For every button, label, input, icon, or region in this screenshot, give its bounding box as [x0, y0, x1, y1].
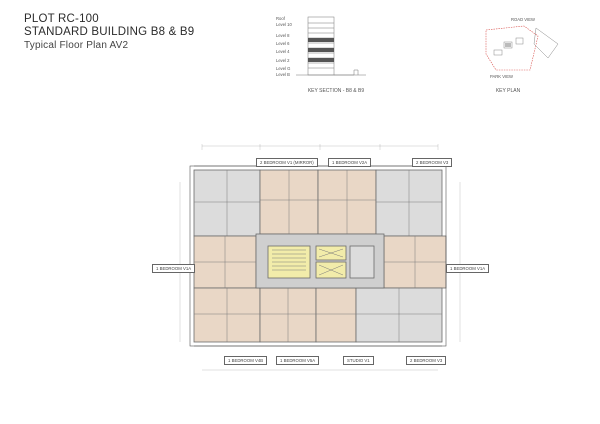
room-label: 2 BEDROOM V3 — [412, 158, 453, 167]
floor-plan-drawing — [179, 144, 461, 371]
key-plan-caption: KEY PLAN — [495, 88, 521, 94]
level-label: Level G — [276, 66, 291, 71]
floor-plan-subtitle: Typical Floor Plan AV2 — [24, 40, 129, 51]
section-drawing — [296, 16, 366, 76]
room-label: 2 BEDROOM V3 — [406, 356, 447, 365]
building-title: STANDARD BUILDING B8 & B9 — [24, 26, 195, 38]
level-label: Level B — [276, 72, 290, 77]
room-label: 2 BEDROOM V1 (MIRROR) — [256, 158, 318, 167]
road-view-label: ROAD VIEW — [511, 17, 535, 22]
level-label: Level 2 — [276, 58, 290, 63]
room-label: 1 BEDROOM V4B — [224, 356, 268, 365]
room-label: 1 BEDROOM V2A — [328, 158, 372, 167]
room-label: 1 BEDROOM V1A — [152, 264, 196, 273]
room-label: 1 BEDROOM V1A — [446, 264, 490, 273]
key-plan-drawing — [485, 25, 559, 71]
key-section-caption: KEY SECTION - B8 & B9 — [307, 88, 365, 94]
plot-title: PLOT RC-100 — [24, 13, 99, 25]
level-label: Level 4 — [276, 49, 290, 54]
level-label: Level 10 — [276, 22, 292, 27]
room-label: 1 BEDROOM V5A — [276, 356, 320, 365]
park-view-label: PARK VIEW — [490, 74, 513, 79]
title-block: PLOT RC-100 STANDARD BUILDING B8 & B9 Ty… — [24, 13, 194, 52]
key-section: Roof Level 10 Level 8 Level 6 Level 4 Le… — [266, 14, 406, 104]
key-plan: ROAD VIEW PARK VIEW KEY PLAN — [478, 14, 568, 94]
level-label: Level 8 — [276, 33, 290, 38]
level-label: Level 6 — [276, 41, 290, 46]
floor-plan: 2 BEDROOM V1 (MIRROR) 1 BEDROOM V2A 2 BE… — [150, 142, 490, 374]
room-label: STUDIO V1 — [343, 356, 374, 365]
level-label: Roof — [276, 16, 285, 21]
